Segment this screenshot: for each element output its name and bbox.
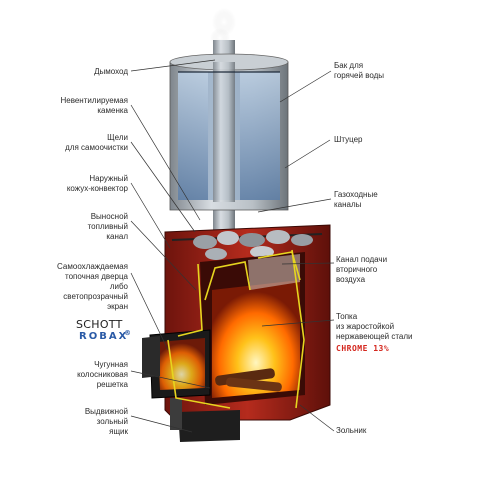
fuel-channel-door <box>142 329 211 399</box>
ash-drawer-shape <box>170 398 240 442</box>
water-tank <box>169 53 289 211</box>
leader-lines <box>130 59 335 433</box>
brand-robax: ROBAX <box>79 331 129 342</box>
label-fitting: Штуцер <box>334 135 363 144</box>
label-firebox-steel: Топка из жаростойкой нержавеющей стали <box>336 312 413 341</box>
label-cast-iron-grate: Чугунная колосниковая решетка <box>77 360 128 389</box>
label-outer-casing: Наружный кожух-конвектор <box>66 174 128 193</box>
label-firebox-door: Самоохлаждаемая топочная дверца либо све… <box>57 262 128 311</box>
label-gas-channels: Газоходные каналы <box>334 190 378 209</box>
label-steel-grade: CHROME 13% <box>336 344 390 353</box>
label-remote-fuel-channel: Выносной топливный канал <box>87 212 128 241</box>
channel-outlines <box>167 249 305 409</box>
label-chimney: Дымоход <box>94 67 128 76</box>
label-hot-water-tank: Бак для горячей воды <box>334 61 385 80</box>
brand-schott: SCHOTT <box>76 318 123 331</box>
label-ash-pit: Зольник <box>336 426 367 435</box>
brand-registered-mark: ® <box>124 329 131 337</box>
label-secondary-air-channel: Канал подачи вторичного воздуха <box>336 255 388 284</box>
label-self-clean-slots: Щели для самоочистки <box>65 133 128 152</box>
label-non-vent-stones: Невентилируемая каменка <box>60 96 128 115</box>
label-ash-drawer: Выдвижной зольный ящик <box>84 407 128 436</box>
